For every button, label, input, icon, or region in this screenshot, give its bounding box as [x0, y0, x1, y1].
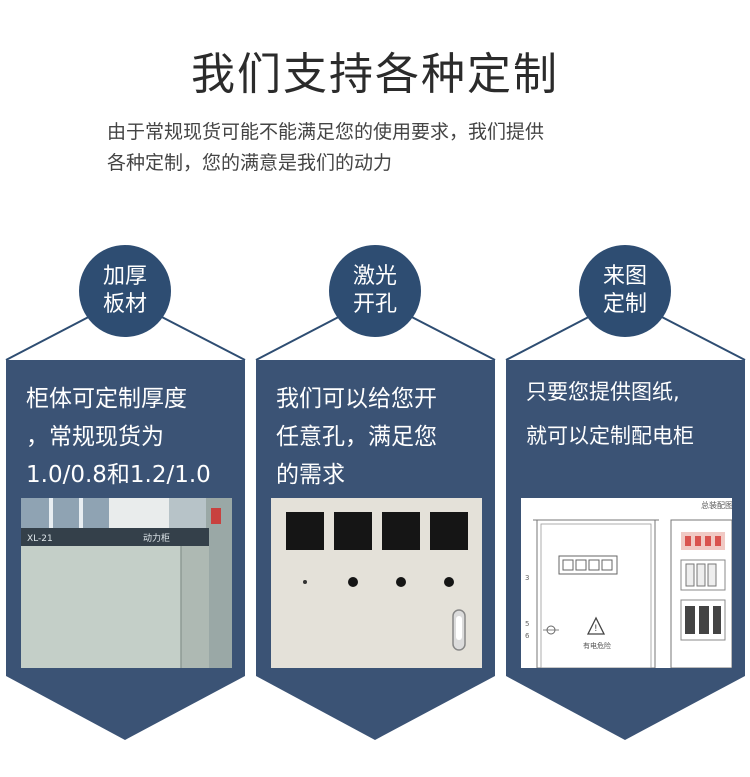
warning-label: 有电危险 [583, 641, 611, 650]
subtitle-line-2: 各种定制，您的满意是我们的动力 [107, 152, 393, 174]
feature-card-custom-drawing: 来图 定制 只要您提供图纸, 就可以定制配电柜 总装配图 ! 有电危险 3 5 … [504, 0, 747, 777]
badge: 来图 定制 [579, 245, 671, 337]
page-subtitle: 由于常规现货可能不能满足您的使用要求，我们提供 各种定制，您的满意是我们的动力 [107, 117, 667, 179]
card-text-line-1: 柜体可定制厚度 [26, 386, 187, 412]
drawing-photo: 总装配图 ! 有电危险 3 5 6 [521, 498, 732, 668]
card-description: 只要您提供图纸, 就可以定制配电柜 [526, 370, 731, 458]
card-text-line-3: 的需求 [276, 462, 345, 488]
card-text-line-2: 任意孔，满足您 [276, 424, 437, 450]
feature-card-thick-plate: 加厚 板材 柜体可定制厚度 ，常规现货为 1.0/0.8和1.2/1.0 XL-… [4, 0, 247, 777]
cabinet-tag-right: 动力柜 [143, 532, 170, 544]
badge-line-1: 来图 [602, 264, 647, 289]
feature-card-laser-hole: 激光 开孔 我们可以给您开 任意孔，满足您 的需求 [254, 0, 497, 777]
badge-line-2: 开孔 [352, 292, 397, 317]
card-text-line-2: 就可以定制配电柜 [526, 424, 694, 448]
page-title: 我们支持各种定制 [191, 49, 559, 100]
drawing-mark-3: 6 [525, 632, 530, 640]
cabinet-photo: XL-21 动力柜 [21, 498, 232, 668]
badge-line-1: 激光 [352, 264, 397, 289]
drawing-header: 总装配图 [701, 500, 732, 510]
card-text-line-3: 1.0/0.8和1.2/1.0 [26, 462, 211, 488]
card-description: 我们可以给您开 任意孔，满足您 的需求 [276, 380, 481, 494]
card-text-line-1: 我们可以给您开 [276, 386, 437, 412]
cabinet-tag-left: XL-21 [27, 534, 53, 544]
badge-line-1: 加厚 [102, 264, 147, 289]
cabinet-drawing: 总装配图 ! 有电危险 3 5 6 [521, 498, 732, 668]
badge: 激光 开孔 [329, 245, 421, 337]
drawing-mark-1: 3 [525, 574, 529, 582]
card-description: 柜体可定制厚度 ，常规现货为 1.0/0.8和1.2/1.0 [26, 380, 231, 494]
door-illustration [271, 498, 482, 668]
badge-line-2: 板材 [102, 292, 147, 317]
badge: 加厚 板材 [79, 245, 171, 337]
card-text-line-2: ，常规现货为 [26, 424, 164, 450]
svg-text:!: ! [594, 624, 598, 634]
cabinet-illustration: XL-21 动力柜 [21, 498, 232, 668]
card-text-line-1: 只要您提供图纸, [526, 380, 680, 404]
badge-line-2: 定制 [602, 292, 647, 317]
drawing-mark-2: 5 [525, 620, 529, 628]
subtitle-line-1: 由于常规现货可能不能满足您的使用要求，我们提供 [107, 121, 545, 143]
laser-cut-door-photo [271, 498, 482, 668]
